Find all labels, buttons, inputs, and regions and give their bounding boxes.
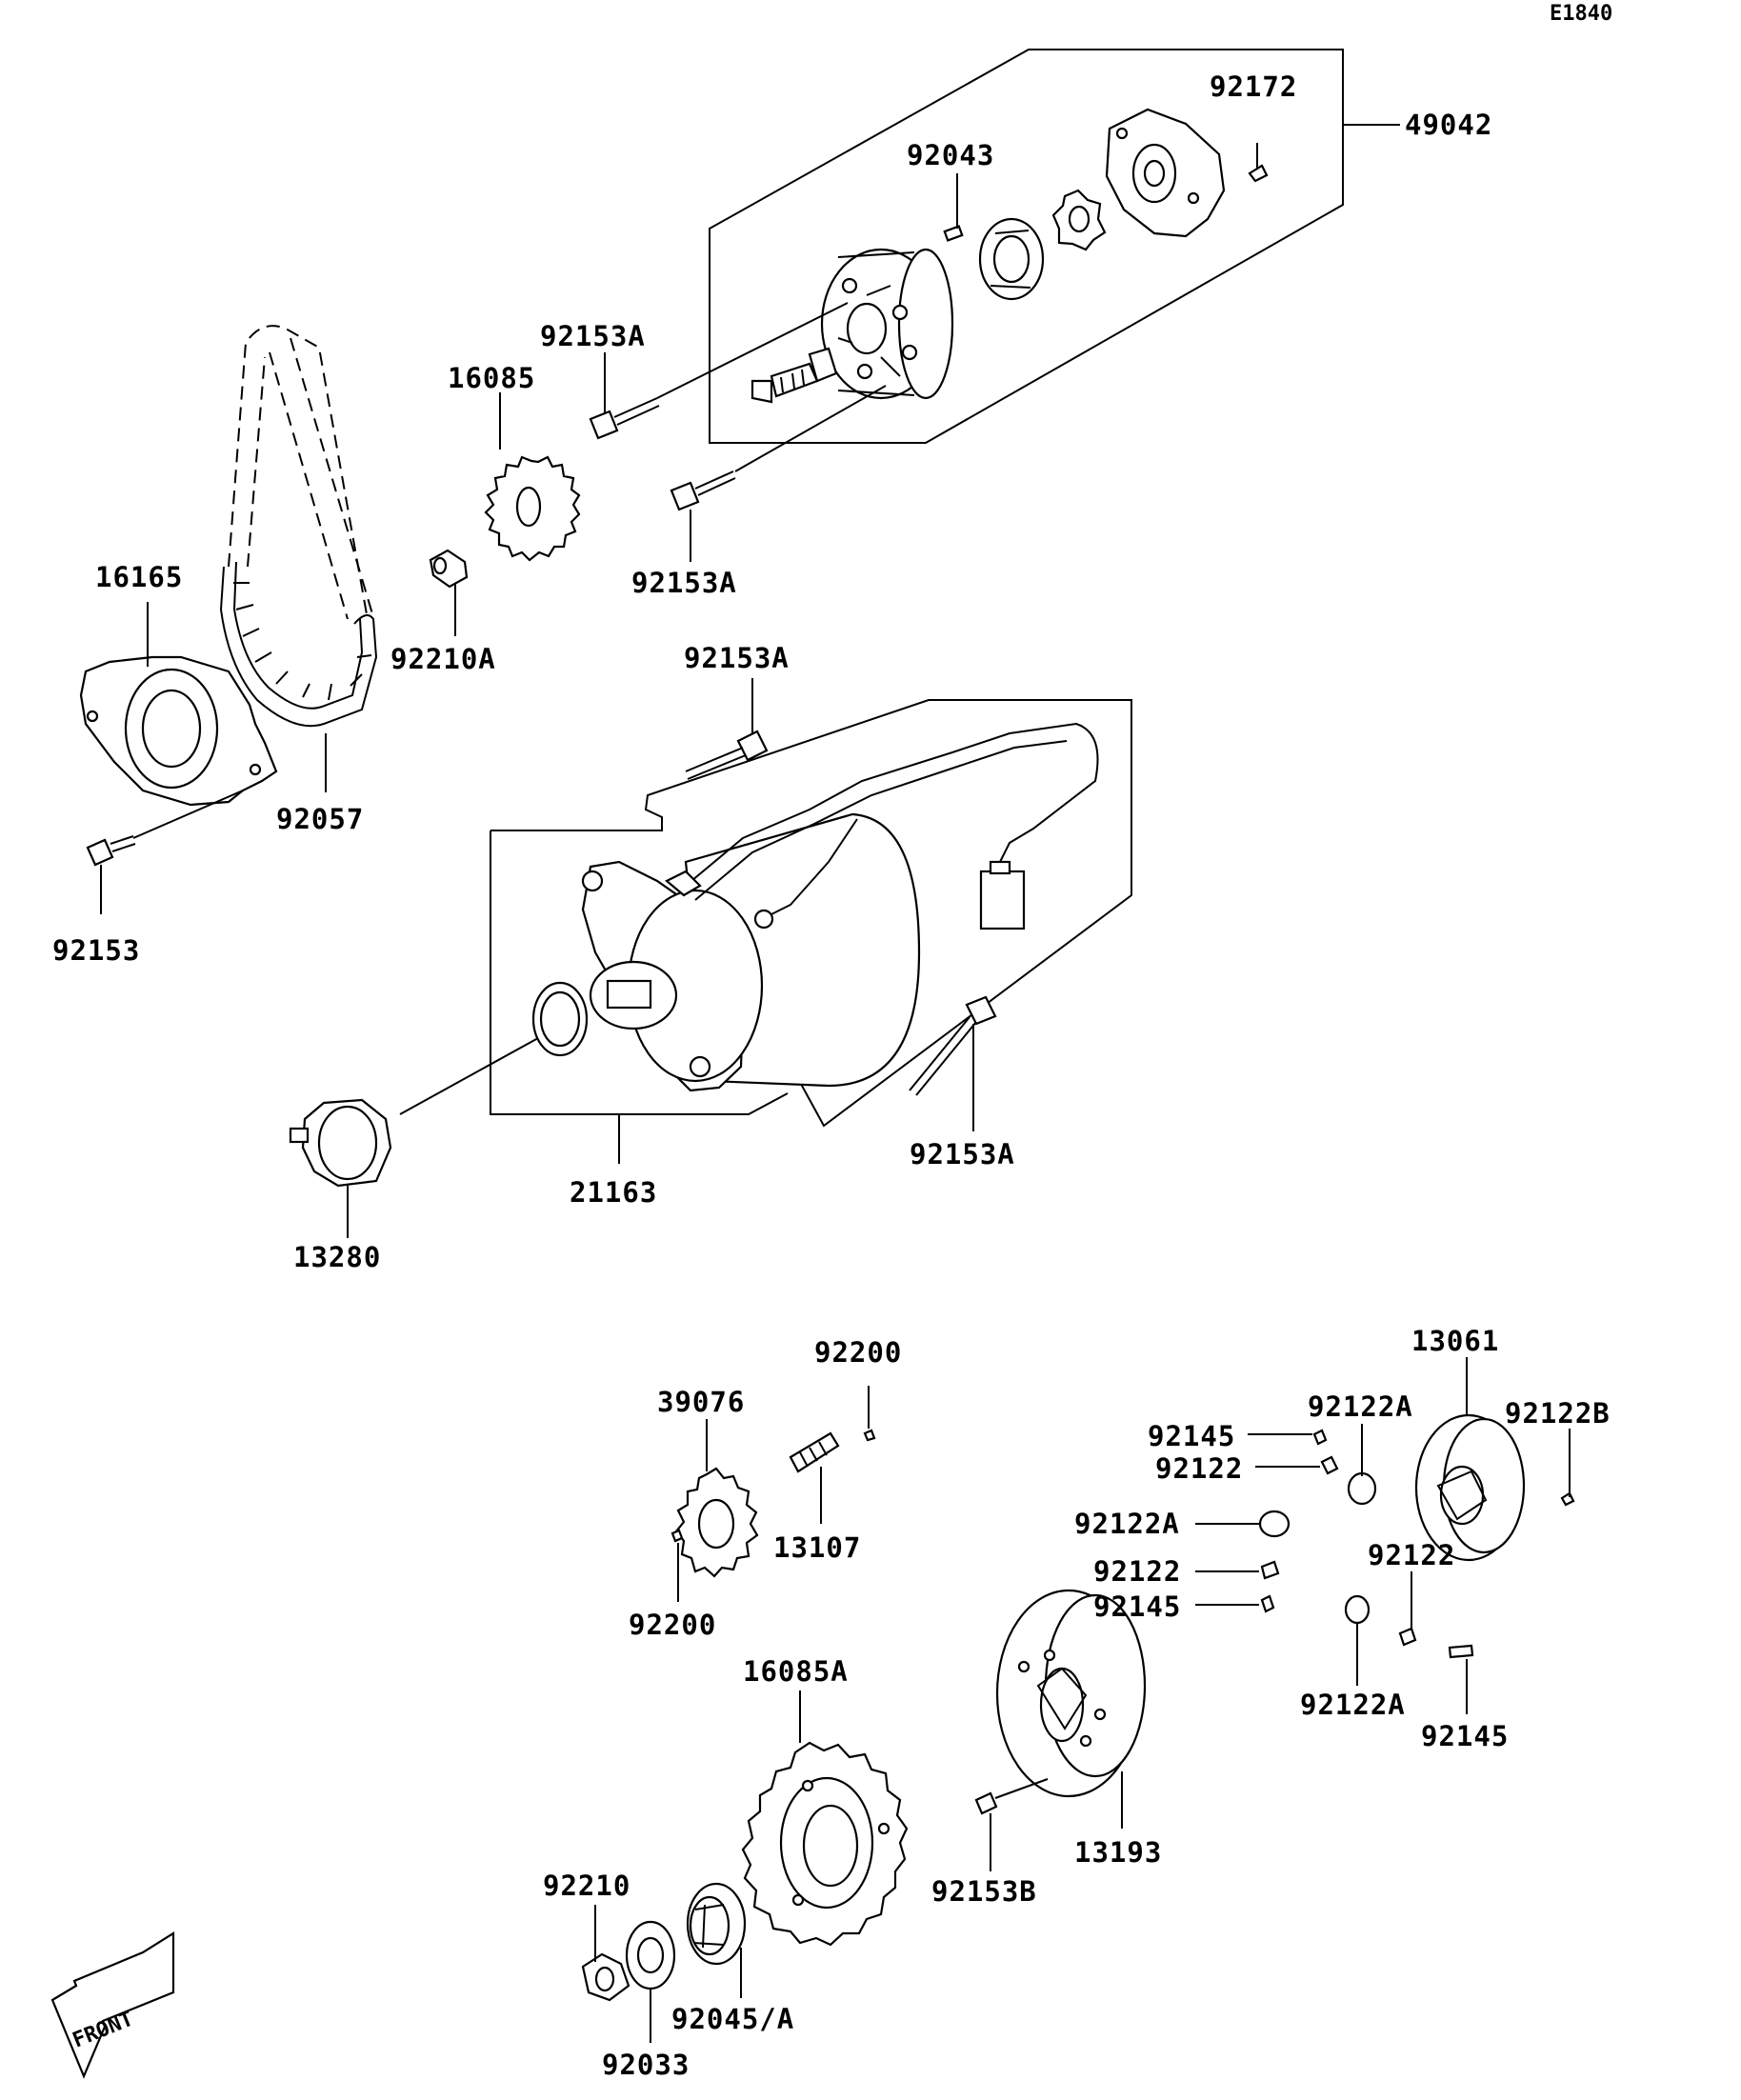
pin-92200-lower-part <box>670 1529 684 1602</box>
o-ring-part <box>399 981 589 1115</box>
bolt-92153A-upper-part <box>589 302 849 440</box>
cover-16165-part <box>79 602 278 839</box>
spring-92145-mid-part <box>1195 1594 1275 1613</box>
pin-92200-upper-part <box>863 1386 876 1442</box>
label-92122A: 92122A <box>1074 1508 1180 1540</box>
label-16085A: 16085A <box>743 1655 849 1688</box>
label-13107: 13107 <box>773 1531 861 1564</box>
label-92153: 92153 <box>52 934 140 967</box>
label-92122B: 92122B <box>1505 1397 1611 1430</box>
label-92145: 92145 <box>1148 1420 1235 1452</box>
pin-92122B-part <box>1560 1429 1575 1507</box>
sprocket-16085-part <box>484 392 581 562</box>
diagram-code: E1840 <box>1550 2 1612 26</box>
label-92057: 92057 <box>276 803 364 835</box>
part-labels: 92172 49042 92043 92153A 16085 92153A 16… <box>52 70 1611 2081</box>
roller-92122A-mid-part <box>1195 1510 1291 1538</box>
label-16165: 16165 <box>95 561 183 593</box>
spring-92145-lower-part <box>1448 1644 1474 1714</box>
starter-motor-group <box>490 699 1132 1164</box>
label-92153A: 92153A <box>684 642 790 674</box>
starter-motor-part <box>581 722 1099 1092</box>
rotor-13061-part <box>1414 1357 1526 1562</box>
label-92122: 92122 <box>1155 1452 1243 1485</box>
idle-gear-39076-part <box>674 1419 759 1578</box>
bolt-92153A-motor-upper-part <box>685 678 769 780</box>
bolt-92153A-lower-part <box>670 385 887 562</box>
label-92153A: 92153A <box>631 567 737 599</box>
label-13061: 13061 <box>1411 1325 1499 1357</box>
bearing-92045A-part <box>686 1882 747 1998</box>
nut-92210-part <box>581 1905 630 2002</box>
cap-13280-part <box>289 1098 392 1238</box>
washer-92033-part <box>625 1920 676 2043</box>
label-92122A: 92122A <box>1300 1689 1406 1721</box>
roller-92122A-lower-part <box>1344 1594 1371 1686</box>
plunger-92122-lower-part <box>1398 1571 1417 1647</box>
label-92122A: 92122A <box>1308 1390 1413 1423</box>
plunger-92122-upper-part <box>1255 1455 1339 1475</box>
label-92200: 92200 <box>629 1609 716 1641</box>
front-direction-marker: FRONT <box>50 1931 175 2079</box>
spring-92145-upper-part <box>1248 1429 1328 1446</box>
chain-92057-part <box>219 325 378 792</box>
label-92122: 92122 <box>1093 1555 1181 1588</box>
label-16085: 16085 <box>448 362 535 394</box>
shaft-13107-part <box>789 1431 840 1524</box>
pin-92043-part <box>943 173 964 242</box>
nut-92210A-part <box>429 549 469 636</box>
label-92145: 92145 <box>1093 1590 1181 1623</box>
plunger-92122-mid-part <box>1195 1560 1280 1580</box>
bolt-92153A-motor-lower-part <box>909 995 997 1131</box>
label-13193: 13193 <box>1074 1836 1162 1869</box>
label-92153A: 92153A <box>540 320 646 352</box>
label-92153B: 92153B <box>931 1875 1037 1908</box>
clutch-cover-part <box>1105 108 1226 238</box>
label-92033: 92033 <box>602 2049 690 2081</box>
clutch-housing-part <box>820 248 954 400</box>
bolt-92153B-part <box>974 1778 1049 1871</box>
label-92172: 92172 <box>1210 70 1297 103</box>
label-92200: 92200 <box>814 1336 902 1369</box>
spring-plunger-part <box>750 347 838 404</box>
label-92043: 92043 <box>907 139 994 171</box>
label-13280: 13280 <box>293 1241 381 1273</box>
label-92122: 92122 <box>1368 1539 1455 1571</box>
label-92210: 92210 <box>543 1870 630 1902</box>
starter-clutch-assembly-group <box>709 49 1400 444</box>
label-39076: 39076 <box>657 1386 745 1418</box>
starter-clutch-13193-part <box>995 1589 1147 1829</box>
label-92045A: 92045/A <box>671 2003 794 2035</box>
roller-92122A-upper-part <box>1347 1424 1377 1506</box>
label-92153A: 92153A <box>910 1138 1015 1170</box>
gear-16085A-part <box>741 1690 909 1947</box>
label-92210A: 92210A <box>390 643 496 675</box>
label-21163: 21163 <box>570 1176 657 1209</box>
ring-gear-small-part <box>1051 189 1107 251</box>
bolt-92153-part <box>86 835 136 914</box>
label-49042: 49042 <box>1405 109 1492 141</box>
label-92145: 92145 <box>1421 1720 1509 1752</box>
outer-race-part <box>978 217 1045 301</box>
screw-92172-part <box>1248 143 1269 183</box>
